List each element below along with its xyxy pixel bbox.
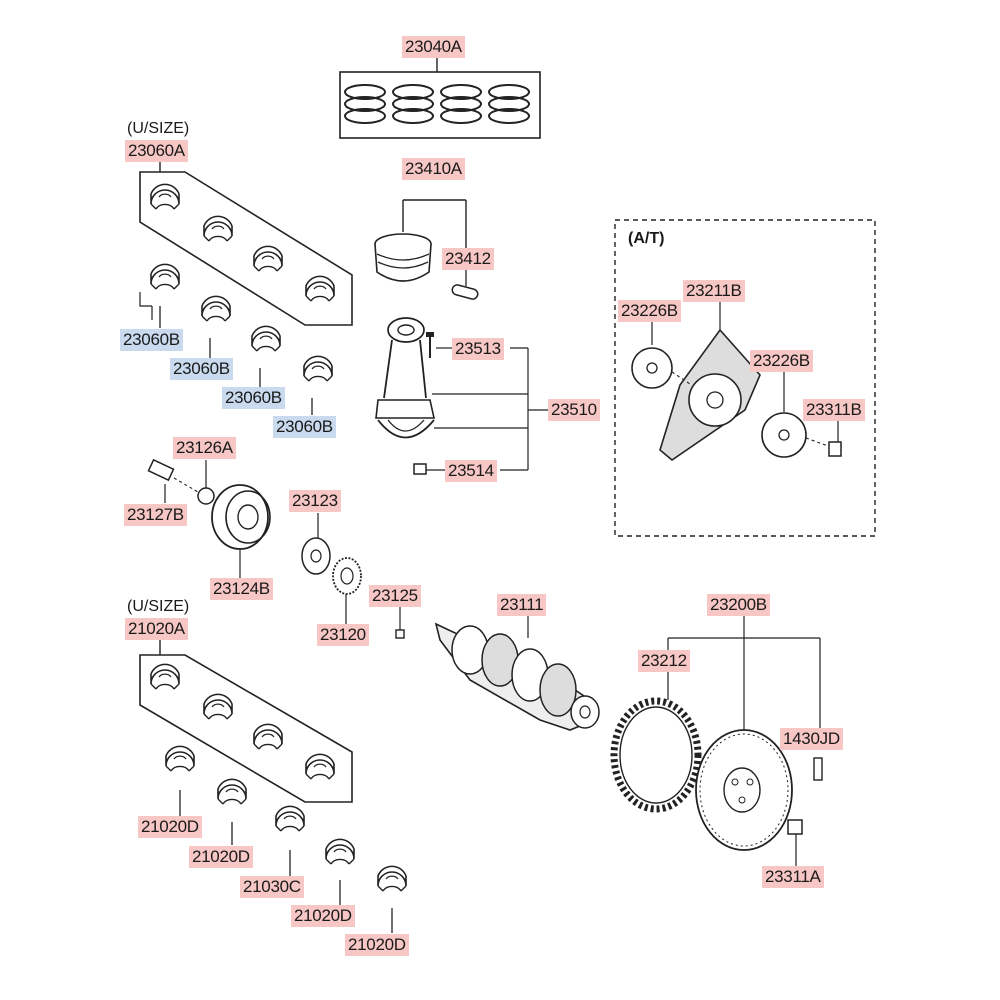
piston-ring-set [339,56,541,139]
connecting-rod [375,317,548,475]
part-label-23514[interactable]: 23514 [445,460,497,482]
part-label-23226B-2[interactable]: 23226B [750,350,813,372]
part-label-23111[interactable]: 23111 [497,594,547,616]
usize-note-bottom: (U/SIZE) [127,598,190,615]
usize-note-top: (U/SIZE) [127,120,190,137]
part-label-23120[interactable]: 23120 [317,624,369,646]
part-label-23513[interactable]: 23513 [452,338,504,360]
part-label-21020D-1[interactable]: 21020D [138,816,202,838]
upper-bearing-set [139,160,353,326]
part-label-21030C[interactable]: 21030C [240,876,304,898]
part-label-23127B[interactable]: 23127B [124,504,187,526]
part-label-23060A[interactable]: 23060A [125,140,188,162]
part-label-23226B-1[interactable]: 23226B [618,300,681,322]
part-label-21020D-2[interactable]: 21020D [189,846,253,868]
piston [374,199,479,300]
part-label-1430JD[interactable]: 1430JD [780,728,843,750]
part-label-23060B-1[interactable]: 23060B [120,329,183,351]
crank-pulley-group [147,458,405,639]
part-label-23126A[interactable]: 23126A [173,437,236,459]
part-label-23410A[interactable]: 23410A [402,158,465,180]
crankshaft [434,616,600,731]
part-label-21020D-4[interactable]: 21020D [345,934,409,956]
part-label-23124B[interactable]: 23124B [210,578,273,600]
part-label-23040A[interactable]: 23040A [402,36,465,58]
part-label-23060B-2[interactable]: 23060B [170,358,233,380]
lower-single-shells [165,745,407,933]
part-label-23200B[interactable]: 23200B [707,594,770,616]
part-label-21020A[interactable]: 21020A [125,618,188,640]
part-label-23125[interactable]: 23125 [369,585,421,607]
part-label-23212[interactable]: 23212 [638,650,690,672]
at-note: (A/T) [628,230,665,247]
part-label-23311A[interactable]: 23311A [762,866,824,888]
lower-bearing-set [139,640,353,803]
at-drive-plate-group [614,219,876,537]
part-label-21020D-3[interactable]: 21020D [291,905,355,927]
flywheel-group [610,614,823,866]
part-label-23060B-3[interactable]: 23060B [222,387,285,409]
part-label-23123[interactable]: 23123 [289,490,341,512]
part-label-23412[interactable]: 23412 [442,248,494,270]
part-label-23510[interactable]: 23510 [548,399,600,421]
part-label-23211B[interactable]: 23211B [683,280,745,302]
part-label-23311B[interactable]: 23311B [803,399,865,421]
part-label-23060B-4[interactable]: 23060B [273,416,336,438]
upper-single-shells [139,263,333,415]
